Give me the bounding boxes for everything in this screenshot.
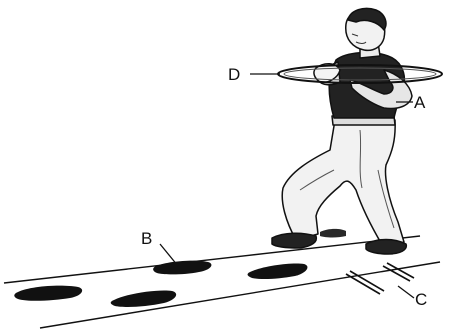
label-d: D	[228, 65, 240, 84]
shoe-left	[272, 233, 316, 248]
trousers	[282, 120, 404, 248]
label-a: A	[414, 93, 426, 112]
footprint	[248, 263, 308, 279]
footprint-partial	[320, 229, 346, 238]
footprint	[14, 286, 82, 301]
label-c: C	[415, 290, 427, 309]
footprint	[111, 290, 176, 307]
footprint-b	[153, 261, 211, 275]
walking-figure	[272, 8, 412, 254]
shoe-right	[366, 240, 406, 255]
label-b: B	[141, 229, 152, 248]
leader-c	[398, 286, 414, 298]
